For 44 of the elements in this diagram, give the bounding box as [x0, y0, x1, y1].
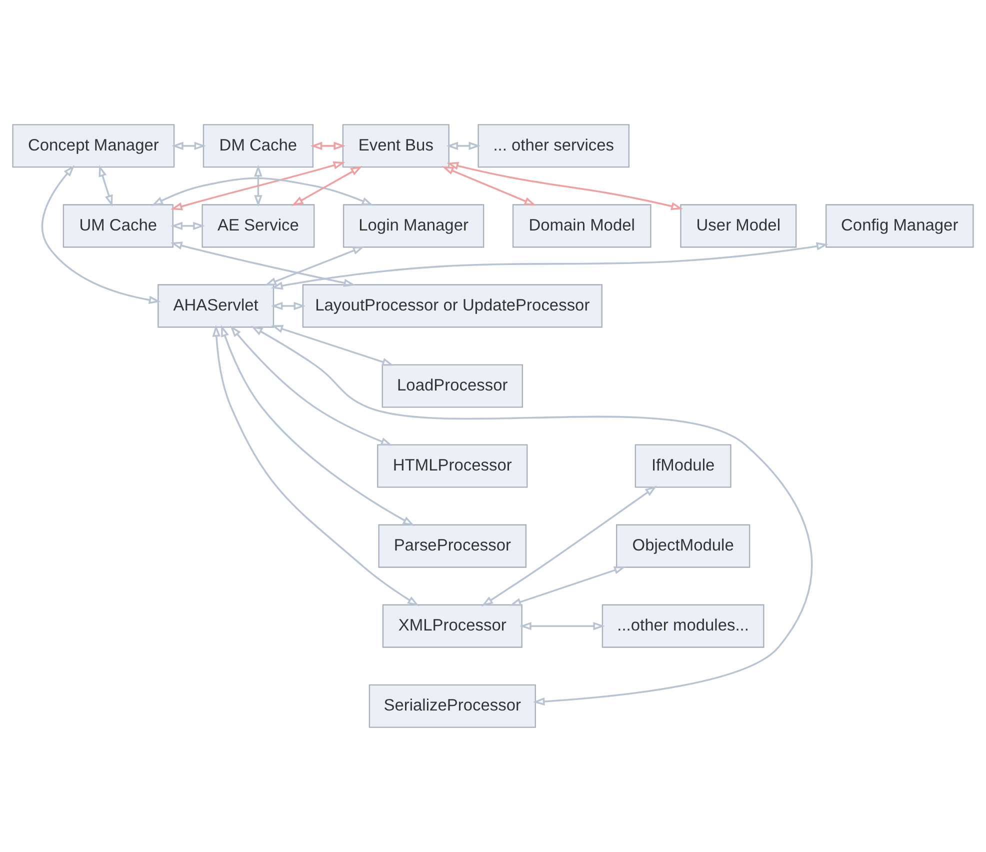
arrow: [221, 324, 415, 526]
arrow: [442, 166, 536, 206]
node-box: AE Service: [202, 204, 315, 248]
node-box: LayoutProcessor or UpdateProcessor: [302, 284, 602, 328]
node-box: HTMLProcessor: [377, 444, 528, 488]
node-box: UM Cache: [62, 204, 174, 248]
arrow: [446, 162, 683, 210]
arrow: [212, 324, 420, 606]
node-box: ParseProcessor: [378, 524, 527, 568]
arrow: [270, 242, 828, 290]
node-box: ... other services: [478, 124, 630, 168]
arrow: [172, 142, 206, 150]
node-box: Event Bus: [342, 124, 450, 168]
arrow: [170, 222, 205, 230]
node-box: Login Manager: [342, 204, 484, 248]
arrow: [264, 246, 365, 286]
node-box: Concept Manager: [12, 124, 175, 168]
arrow: [446, 142, 481, 150]
arrow: [98, 164, 113, 207]
arrow: [270, 302, 306, 310]
node-box: SerializeProcessor: [368, 684, 536, 728]
arrow: [230, 325, 393, 446]
node-box: Config Manager: [825, 204, 974, 248]
arrow: [151, 177, 374, 206]
node-box: XMLProcessor: [382, 604, 522, 648]
arrow: [509, 566, 626, 606]
node-box: AHAServlet: [158, 284, 274, 328]
arrow: [250, 326, 812, 706]
node-box: ObjectModule: [616, 524, 750, 568]
arrow: [254, 164, 262, 207]
arrow: [310, 142, 346, 150]
arrow: [170, 161, 346, 210]
arrow: [271, 325, 394, 366]
arrow: [520, 622, 605, 630]
node-box: DM Cache: [202, 124, 314, 168]
node-box: User Model: [680, 204, 797, 248]
node-box: LoadProcessor: [382, 364, 524, 408]
node-box: ...other modules...: [602, 604, 764, 648]
node-box: IfModule: [634, 444, 732, 488]
node-box: Domain Model: [512, 204, 652, 248]
arrow: [292, 166, 362, 206]
arrow: [41, 165, 161, 304]
arrow: [481, 486, 657, 606]
arrow: [170, 242, 356, 287]
